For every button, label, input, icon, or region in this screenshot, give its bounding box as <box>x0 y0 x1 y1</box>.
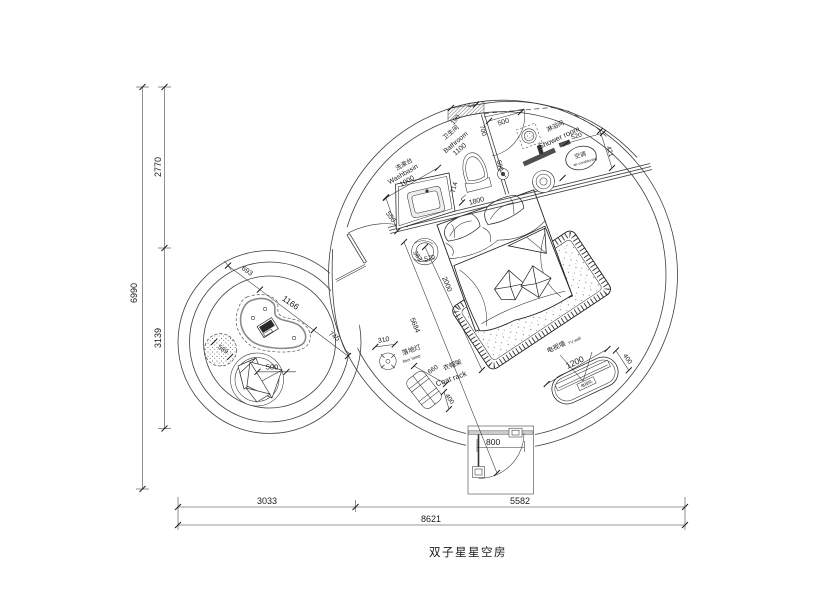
svg-text:空调: 空调 <box>573 150 587 161</box>
svg-text:8621: 8621 <box>421 514 441 524</box>
svg-text:310: 310 <box>377 336 390 345</box>
svg-text:500: 500 <box>497 117 510 127</box>
svg-text:air-conditioning: air-conditioning <box>573 157 598 168</box>
svg-text:3139: 3139 <box>153 328 163 348</box>
svg-text:520: 520 <box>570 132 583 142</box>
svg-text:800: 800 <box>486 437 500 447</box>
svg-text:714: 714 <box>450 181 460 194</box>
svg-text:1800: 1800 <box>468 196 485 207</box>
svg-text:500: 500 <box>266 363 279 372</box>
svg-text:570: 570 <box>424 254 437 263</box>
svg-text:3033: 3033 <box>257 496 277 506</box>
svg-text:421: 421 <box>604 145 614 158</box>
svg-text:5582: 5582 <box>510 496 530 506</box>
svg-text:floor lamp: floor lamp <box>402 353 422 364</box>
svg-text:TV wall: TV wall <box>567 335 582 345</box>
svg-text:2770: 2770 <box>153 157 163 177</box>
svg-text:6990: 6990 <box>129 283 139 303</box>
svg-text:590: 590 <box>495 159 505 172</box>
svg-text:双子星星空房: 双子星星空房 <box>429 545 507 559</box>
svg-text:电视机: 电视机 <box>580 378 593 389</box>
svg-text:700: 700 <box>478 124 488 137</box>
